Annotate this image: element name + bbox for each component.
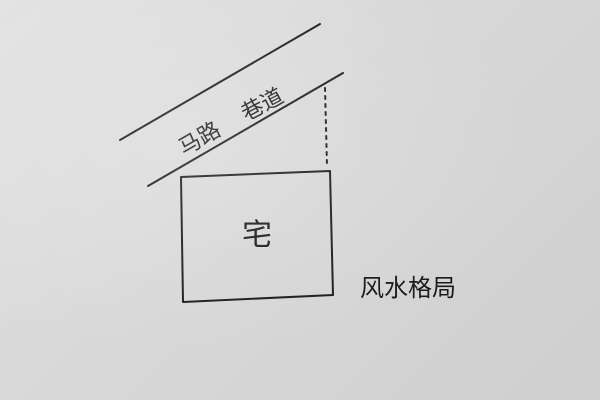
caption-label: 风水格局 bbox=[360, 274, 456, 302]
road-lower-line bbox=[147, 72, 344, 187]
house-rectangle bbox=[180, 170, 334, 303]
dotted-guide-line bbox=[324, 87, 328, 167]
house-label: 宅 bbox=[242, 218, 272, 253]
road-upper-line bbox=[119, 23, 321, 141]
road-label: 马路 bbox=[175, 118, 226, 162]
